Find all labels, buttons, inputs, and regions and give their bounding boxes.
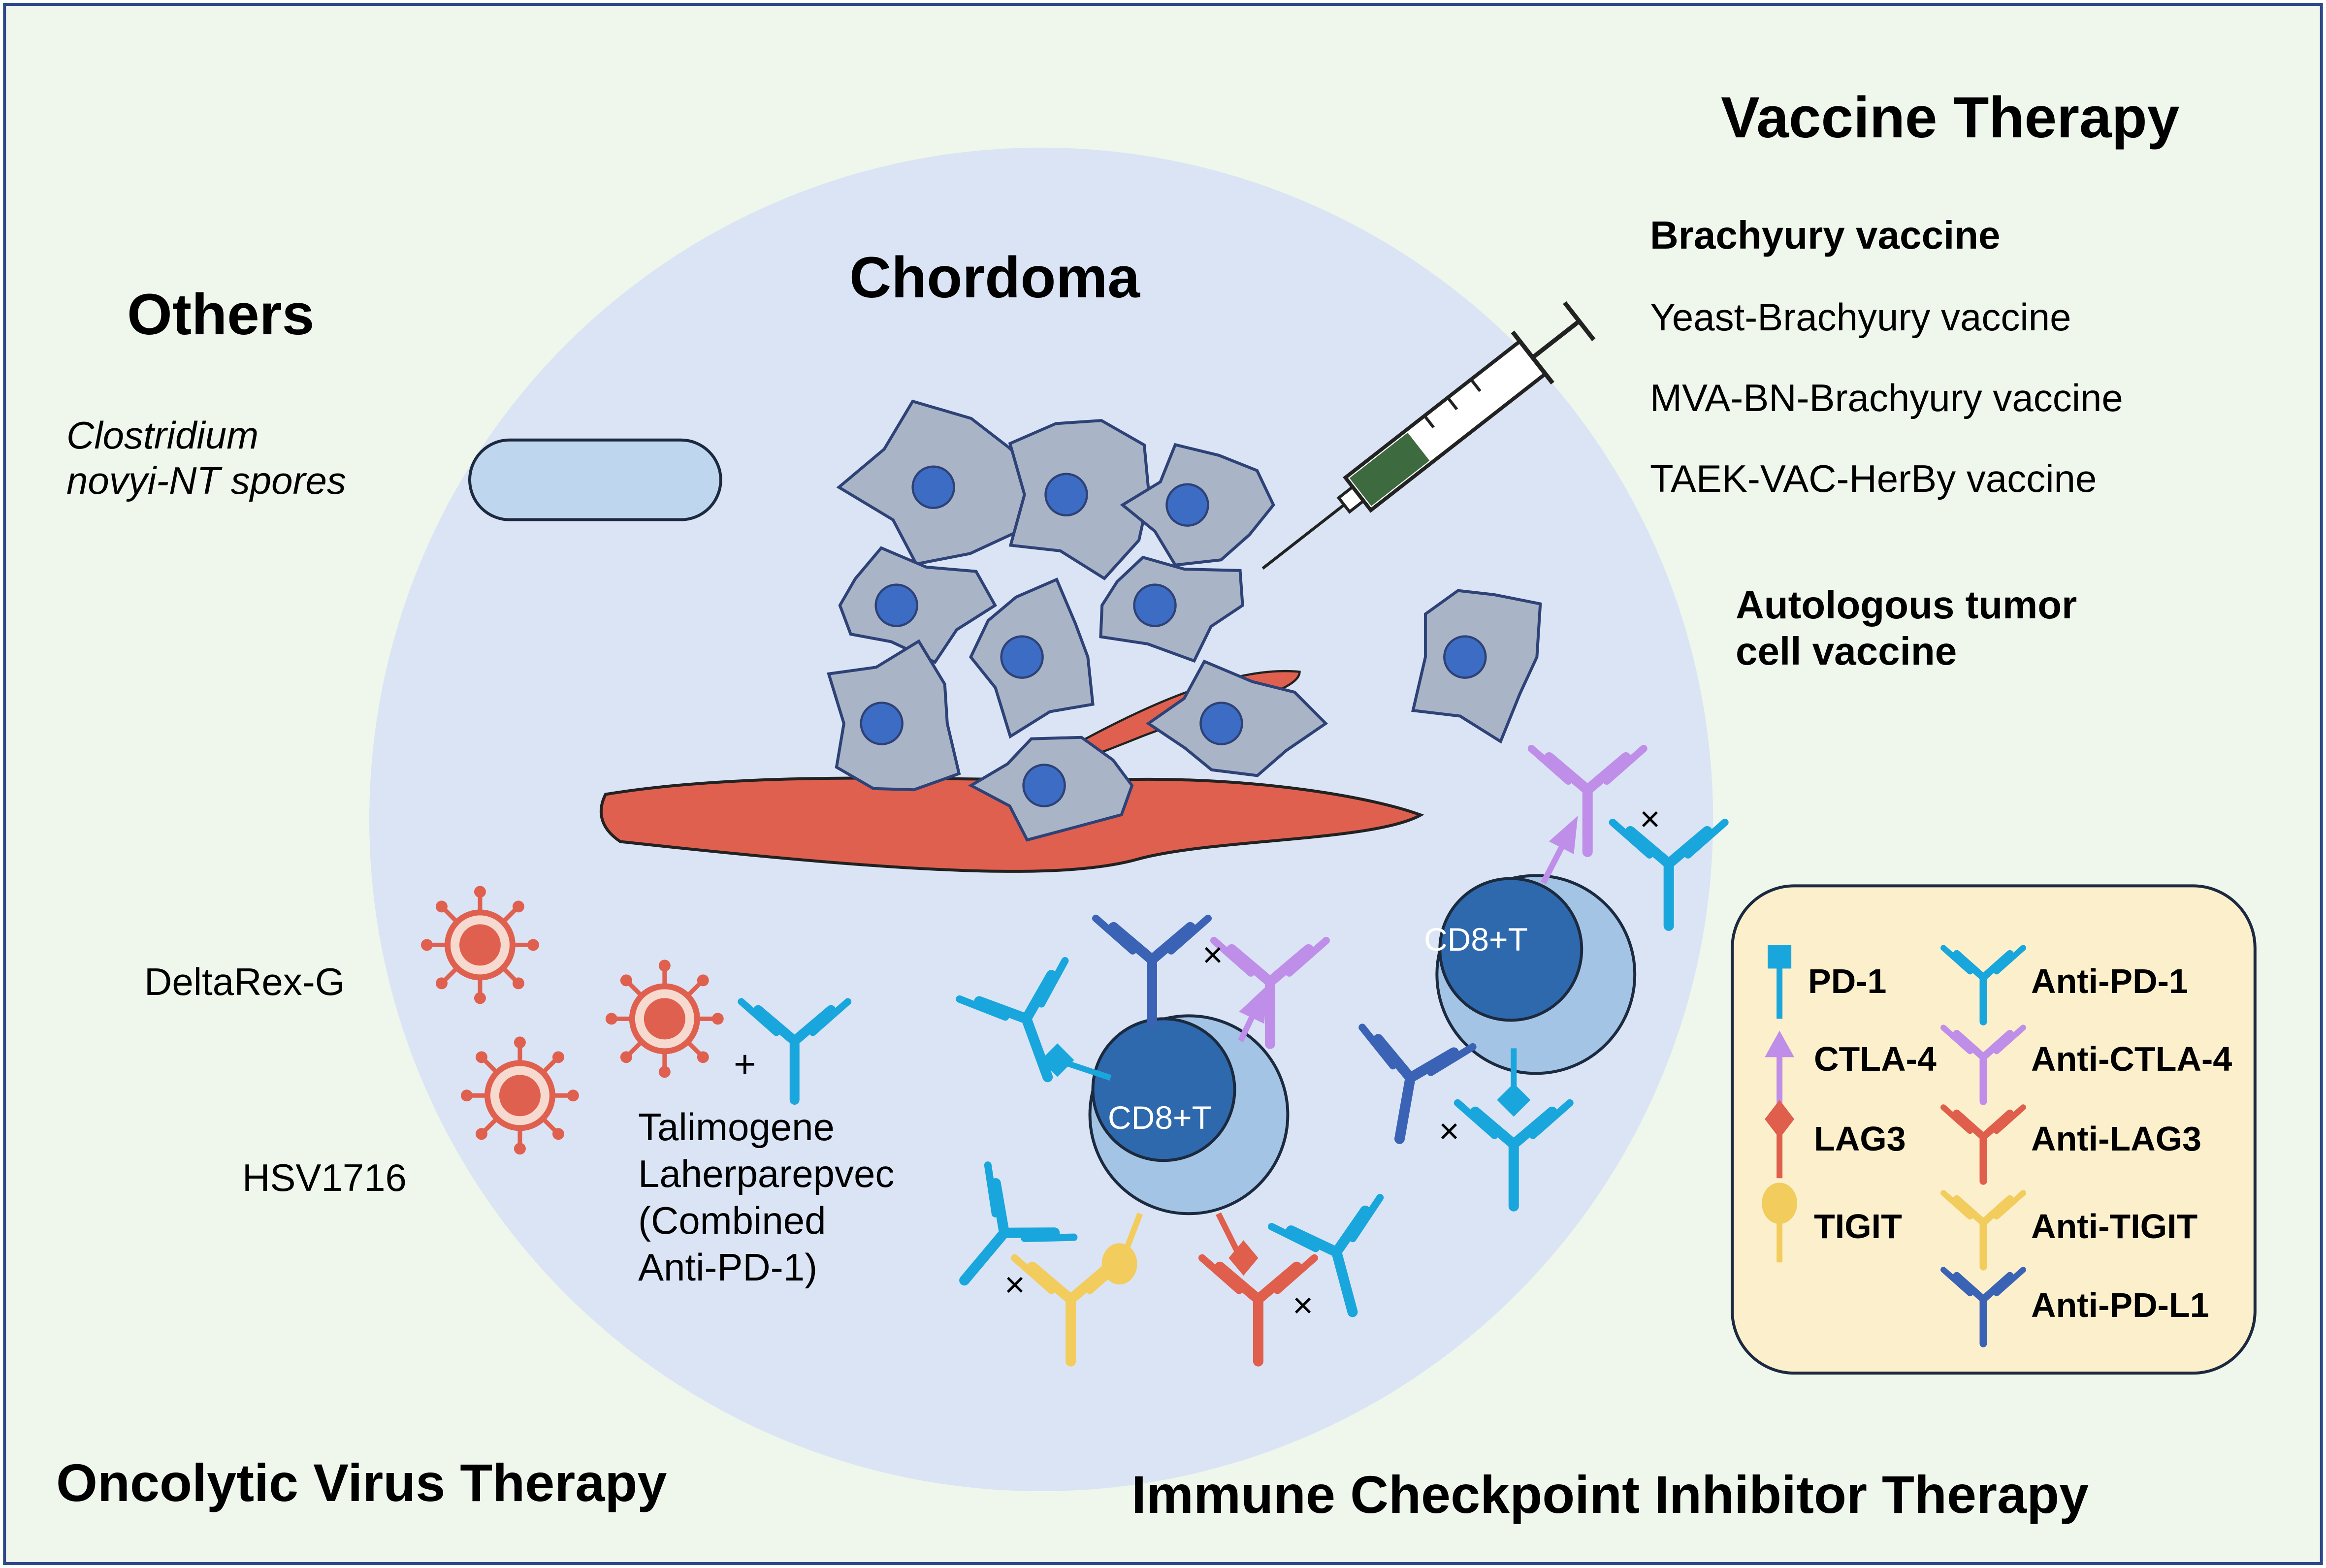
syringe-icon	[1261, 301, 1596, 570]
cross-mark: ×	[1640, 800, 1661, 839]
cross-mark: ×	[1439, 1112, 1460, 1151]
cross-mark: ×	[1292, 1286, 1314, 1325]
cell-nucleus	[1199, 702, 1243, 745]
tcell-nucleus	[1091, 1017, 1236, 1162]
legend-anti-tigit-label: Anti-TIGIT	[2031, 1207, 2198, 1246]
legend-anti-pdl1-label: Anti-PD-L1	[2031, 1286, 2209, 1324]
legend-anti-pd1-label: Anti-PD-1	[2031, 962, 2188, 1000]
bacterium-capsule-icon	[468, 438, 722, 521]
talimogene-label: Talimogene Laherparepvec (Combined Anti-…	[638, 1104, 894, 1291]
chordoma-title: Chordoma	[849, 245, 1140, 310]
legend-tigit-label: TIGIT	[1814, 1207, 1902, 1246]
legend-anti-ctla4-label: Anti-CTLA-4	[2031, 1040, 2232, 1078]
cell-nucleus	[1133, 583, 1177, 627]
cross-mark: ×	[1202, 935, 1224, 975]
cell-nucleus	[874, 583, 918, 627]
autologous-vaccine-label: Autologous tumor cell vaccine	[1736, 582, 2077, 675]
hsv1716-label: HSV1716	[242, 1156, 407, 1199]
legend-ctla4-icon	[1765, 1030, 1795, 1057]
talimogene-line: Anti-PD-1)	[638, 1246, 818, 1289]
virus-icon	[421, 886, 539, 1004]
tcell-nucleus	[1438, 877, 1583, 1022]
virus-icon	[461, 1036, 579, 1154]
cross-mark: ×	[1004, 1265, 1026, 1305]
blood-vessel	[599, 776, 1424, 873]
pd1-receptor-head	[1497, 1083, 1531, 1117]
others-title: Others	[127, 282, 315, 347]
tcell-label: CD8+T	[1424, 921, 1528, 958]
legend-ctla4-label: CTLA-4	[1814, 1040, 1937, 1078]
legend-pd1-icon	[1768, 945, 1792, 969]
cell-nucleus	[1022, 764, 1066, 807]
brachyury-vaccine-heading: Brachyury vaccine	[1650, 213, 2001, 257]
cell-nucleus	[1165, 483, 1209, 527]
ctla4-receptor-head	[1549, 816, 1578, 854]
vaccine-therapy-title: Vaccine Therapy	[1721, 85, 2180, 150]
cell-nucleus	[1443, 635, 1487, 679]
legend-lag3-icon	[1765, 1100, 1795, 1139]
cell-nucleus	[911, 465, 955, 509]
talimogene-line: Talimogene	[638, 1105, 835, 1149]
plus-sign: +	[734, 1042, 756, 1086]
autologous-line-1: Autologous tumor	[1736, 583, 2077, 627]
deltarex-label: DeltaRex-G	[144, 960, 345, 1003]
ctla4-receptor-head	[1239, 985, 1267, 1024]
oncolytic-virus-therapy-title: Oncolytic Virus Therapy	[56, 1453, 667, 1512]
cell-nucleus	[1044, 473, 1088, 516]
clostridium-label: Clostridium novyi-NT spores	[66, 413, 346, 503]
clostridium-line-2: novyi-NT spores	[66, 459, 346, 503]
immune-checkpoint-therapy-title: Immune Checkpoint Inhibitor Therapy	[1131, 1465, 2089, 1524]
tumor-cell-cluster	[827, 399, 1542, 842]
lag3-receptor-head	[1228, 1240, 1259, 1276]
cd8-t-cell-group	[1088, 874, 1637, 1216]
talimogene-line: Laherparepvec	[638, 1152, 895, 1196]
vaccine-item: TAEK-VAC-HerBy vaccine	[1650, 457, 2097, 500]
lag3-receptor-stem	[1216, 1212, 1240, 1253]
talimogene-line: (Combined	[638, 1199, 826, 1243]
legend-lag3-label: LAG3	[1814, 1120, 1906, 1158]
tcell-label: CD8+T	[1108, 1099, 1212, 1136]
cell-nucleus	[1000, 635, 1044, 679]
autologous-line-2: cell vaccine	[1736, 629, 1957, 673]
legend-tigit-icon	[1762, 1183, 1798, 1224]
vaccine-item: Yeast-Brachyury vaccine	[1650, 295, 2071, 339]
virus-icon	[606, 960, 724, 1078]
cell-nucleus	[860, 702, 904, 745]
legend-anti-lag3-label: Anti-LAG3	[2031, 1120, 2202, 1158]
checkpoint-receptor-group	[1040, 816, 1578, 1285]
legend-pd1-label: PD-1	[1808, 962, 1887, 1000]
legend-icons	[1762, 945, 2023, 1344]
vaccine-item: MVA-BN-Brachyury vaccine	[1650, 376, 2123, 419]
clostridium-line-1: Clostridium	[66, 414, 259, 457]
